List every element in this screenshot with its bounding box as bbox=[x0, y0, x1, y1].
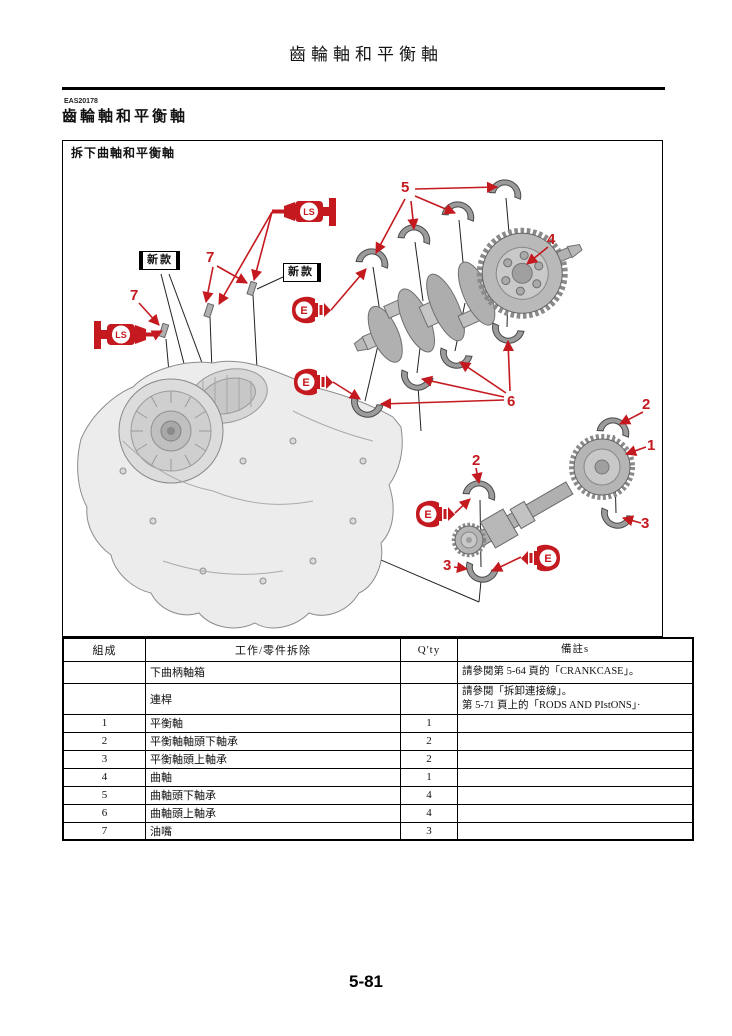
table-row: 連桿 請參閱「拆卸連接線」。 第 5-71 頁上的「RODS AND PIstO… bbox=[62, 682, 694, 715]
callout-leader-lines bbox=[138, 181, 647, 574]
callout-7-top: 7 bbox=[206, 249, 215, 266]
cell-qty: 3 bbox=[400, 821, 458, 841]
oil-nozzle-parts bbox=[158, 280, 258, 339]
header-qty: Q'ty bbox=[400, 637, 458, 662]
callout-7-left: 7 bbox=[130, 287, 139, 304]
callout-1: 1 bbox=[647, 437, 656, 454]
callout-3-left: 3 bbox=[443, 557, 452, 574]
cell-qty bbox=[400, 660, 458, 684]
cell-remarks bbox=[457, 767, 694, 787]
cell-job: 平衡軸 bbox=[145, 713, 401, 733]
table-row: 5 曲軸頭下軸承 4 bbox=[62, 785, 694, 805]
section-code: EAS20178 bbox=[64, 98, 98, 105]
header-job: 工作/零件拆除 bbox=[145, 637, 401, 662]
table-header-row: 組成 工作/零件拆除 Q'ty 備註s bbox=[62, 637, 694, 662]
engine-oil-icon: E bbox=[292, 296, 331, 324]
figure-box: 拆下曲軸和平衡軸 5 4 7 7 6 2 1 3 2 3 新款 新款 E E bbox=[62, 140, 663, 637]
remark-line: 請參閱「拆卸連接線」。 bbox=[462, 686, 573, 698]
new-model-tag-left: 新款 bbox=[139, 251, 180, 271]
cell-qty: 1 bbox=[400, 713, 458, 733]
cell-qty bbox=[400, 682, 458, 715]
engine-oil-icon: E bbox=[521, 544, 560, 572]
engine-oil-icon: E bbox=[416, 500, 455, 528]
exploded-view-illustration bbox=[77, 176, 647, 629]
cell-remarks: 請參閱第 5-64 頁的「CRANKCASE」。 bbox=[457, 660, 694, 684]
table-row: 7 油嘴 3 bbox=[62, 821, 694, 841]
engine-oil-letter: E bbox=[300, 305, 307, 317]
cell-remarks bbox=[457, 785, 694, 805]
header-remarks: 備註s bbox=[457, 637, 694, 662]
cell-job: 平衡軸頭上軸承 bbox=[145, 749, 401, 769]
cell-qty: 2 bbox=[400, 731, 458, 751]
cell-order: 2 bbox=[62, 731, 146, 751]
table-row: 2 平衡軸軸頭下軸承 2 bbox=[62, 731, 694, 751]
cell-order: 6 bbox=[62, 803, 146, 823]
header-order: 組成 bbox=[62, 637, 146, 662]
table-row: 下曲柄軸箱 請參閱第 5-64 頁的「CRANKCASE」。 bbox=[62, 660, 694, 684]
cell-job: 平衡軸軸頭下軸承 bbox=[145, 731, 401, 751]
cell-order bbox=[62, 660, 146, 684]
table-row: 1 平衡軸 1 bbox=[62, 713, 694, 733]
table-row: 4 曲軸 1 bbox=[62, 767, 694, 787]
header-rule bbox=[62, 87, 665, 90]
engine-oil-letter: E bbox=[544, 553, 551, 565]
cell-remarks bbox=[457, 731, 694, 751]
crankcase-drawing bbox=[77, 360, 403, 629]
page-title: 齒輪軸和平衡軸 bbox=[289, 45, 443, 64]
cell-order: 7 bbox=[62, 821, 146, 841]
cell-job: 下曲柄軸箱 bbox=[145, 660, 401, 684]
table-row: 6 曲軸頭上軸承 4 bbox=[62, 803, 694, 823]
crankshaft-drawing bbox=[353, 227, 583, 363]
cell-remarks bbox=[457, 803, 694, 823]
cell-order: 4 bbox=[62, 767, 146, 787]
cell-job: 曲軸頭上軸承 bbox=[145, 803, 401, 823]
figure-caption: 拆下曲軸和平衡軸 bbox=[71, 146, 176, 160]
parts-table: 組成 工作/零件拆除 Q'ty 備註s 下曲柄軸箱 請參閱第 5-64 頁的「C… bbox=[62, 637, 694, 841]
callout-2-right: 2 bbox=[642, 396, 651, 413]
cell-remarks bbox=[457, 821, 694, 841]
grease-letters: LS bbox=[115, 330, 127, 340]
grease-gun-icon: LS bbox=[272, 198, 336, 226]
callout-2-left: 2 bbox=[472, 452, 481, 469]
cell-remarks: 請參閱「拆卸連接線」。 第 5-71 頁上的「RODS AND PIstONS」… bbox=[457, 682, 694, 715]
callout-4: 4 bbox=[547, 231, 556, 248]
engine-oil-icon: E bbox=[294, 368, 333, 396]
remark-line: 第 5-71 頁上的「RODS AND PIstONS」· bbox=[462, 699, 641, 711]
cell-order bbox=[62, 682, 146, 715]
balancer-shaft-drawing bbox=[451, 434, 635, 558]
cell-order: 1 bbox=[62, 713, 146, 733]
cell-order: 3 bbox=[62, 749, 146, 769]
page-number: 5-81 bbox=[348, 972, 384, 991]
new-model-tag-right: 新款 bbox=[283, 263, 321, 283]
cell-job: 曲軸頭下軸承 bbox=[145, 785, 401, 805]
grease-gun-icon: LS bbox=[94, 321, 158, 349]
cell-qty: 4 bbox=[400, 785, 458, 805]
cell-job: 曲軸 bbox=[145, 767, 401, 787]
section-title: 齒輪軸和平衡軸 bbox=[62, 109, 189, 125]
cell-qty: 4 bbox=[400, 803, 458, 823]
cell-remarks bbox=[457, 713, 694, 733]
cell-order: 5 bbox=[62, 785, 146, 805]
callout-6: 6 bbox=[507, 393, 516, 410]
table-row: 3 平衡軸頭上軸承 2 bbox=[62, 749, 694, 769]
engine-oil-letter: E bbox=[424, 509, 431, 521]
grease-letters: LS bbox=[303, 207, 315, 217]
cell-job: 連桿 bbox=[145, 682, 401, 715]
callout-3-right: 3 bbox=[641, 515, 650, 532]
engine-oil-letter: E bbox=[302, 377, 309, 389]
callout-5: 5 bbox=[401, 179, 410, 196]
cell-remarks bbox=[457, 749, 694, 769]
cell-qty: 1 bbox=[400, 767, 458, 787]
cell-qty: 2 bbox=[400, 749, 458, 769]
cell-job: 油嘴 bbox=[145, 821, 401, 841]
